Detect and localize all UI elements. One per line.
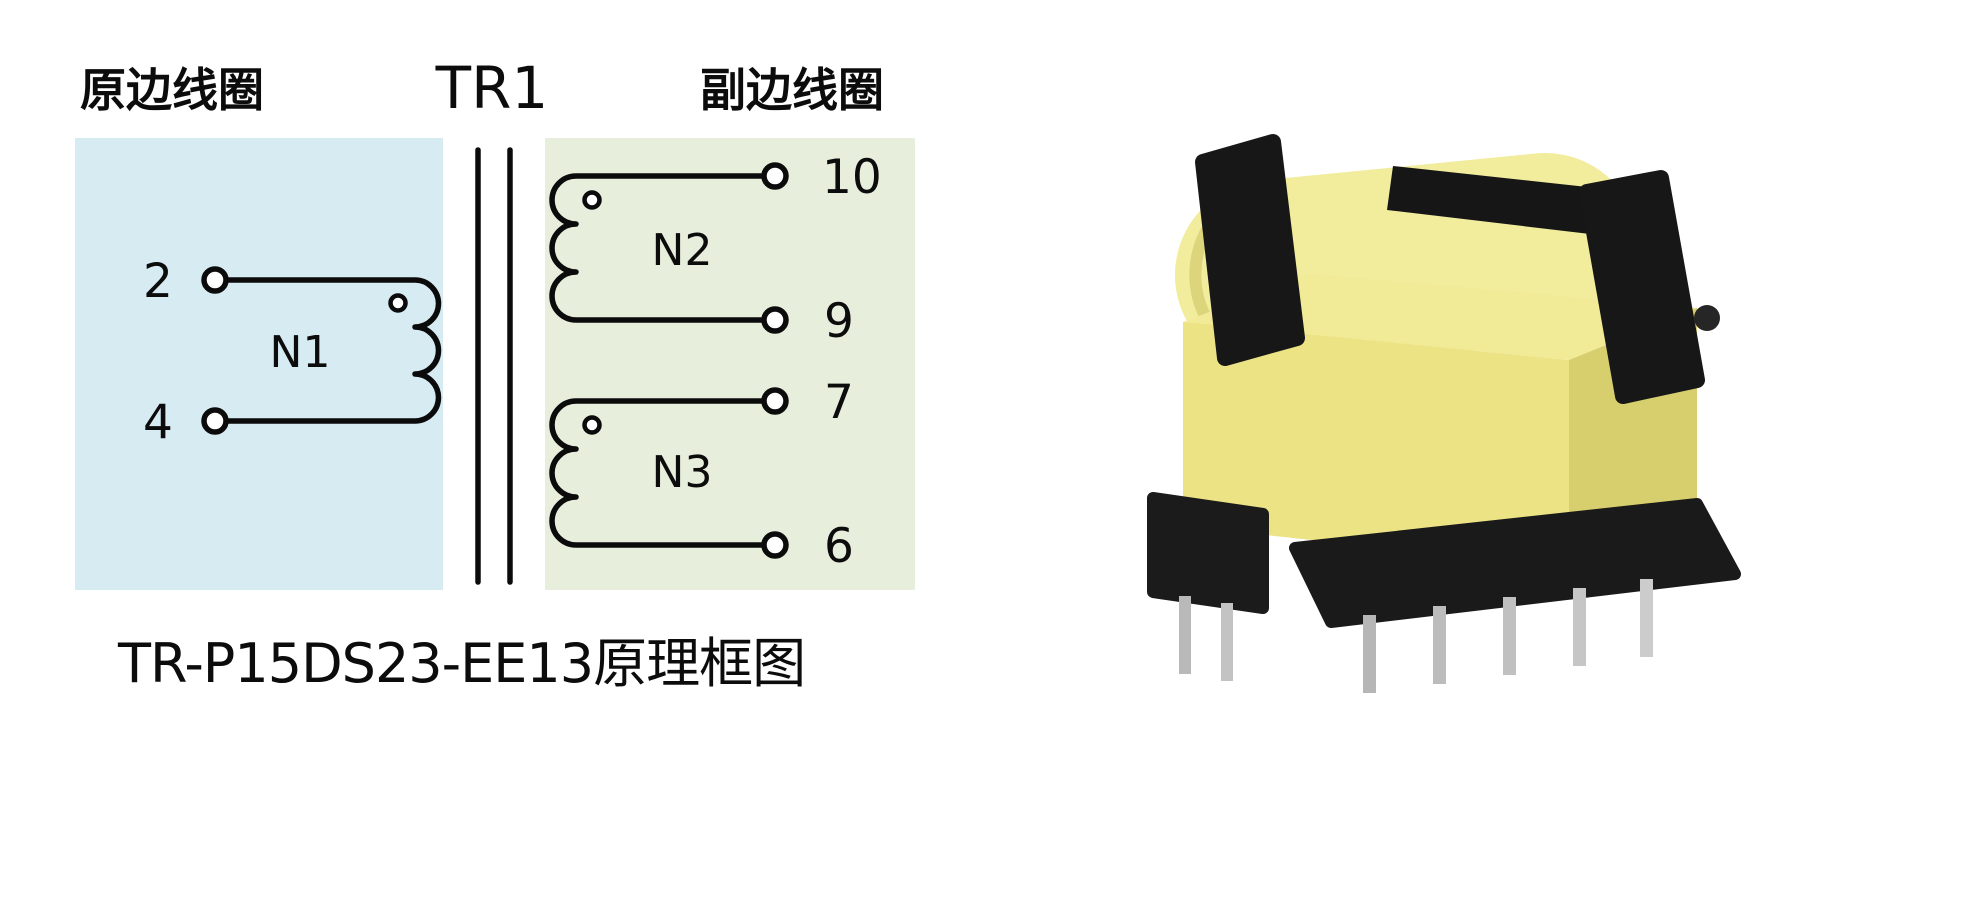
caption: TR-P15DS23-EE13原理框图: [117, 632, 805, 695]
pin: [1179, 596, 1191, 674]
pin: [1433, 606, 1446, 684]
terminal-pin-7: [761, 387, 789, 415]
winding-label-n1: N1: [270, 327, 331, 378]
winding-label-n2: N2: [652, 225, 713, 276]
primary-region: [75, 138, 443, 590]
core-top-face: [1183, 274, 1697, 360]
terminal-pin-10: [761, 162, 789, 190]
pin-label-7: 7: [824, 375, 854, 430]
primary-section-label: 原边线圈: [80, 63, 264, 117]
phase-dot-n1: [388, 293, 408, 313]
winding-n3: [549, 398, 767, 548]
pin-label-4: 4: [143, 395, 173, 450]
transformer-schematic: 原边线圈 TR1 副边线圈 2 4 N1 10 9 N2 7 6 N3 TR-P…: [75, 54, 915, 695]
bobbin-flange-left: [1147, 492, 1269, 614]
secondary-region: [545, 138, 915, 590]
bobbin-base-right: [1289, 498, 1741, 628]
phase-dot-n3: [582, 415, 602, 435]
pin: [1363, 615, 1376, 693]
pin-label-2: 2: [143, 254, 173, 309]
core-label: TR1: [435, 54, 549, 122]
pin: [1221, 603, 1233, 681]
clamp-left: [1195, 134, 1305, 366]
winding-label-n3: N3: [652, 447, 713, 498]
transformer-photo: [1147, 134, 1741, 693]
winding-n1: [223, 277, 442, 424]
pin-label-6: 6: [824, 519, 854, 574]
clamp-top-bar: [1387, 166, 1615, 236]
terminal-pin-9: [761, 306, 789, 334]
core-front-face: [1183, 322, 1569, 568]
secondary-section-label: 副边线圈: [700, 63, 884, 117]
pin-label-9: 9: [824, 294, 854, 349]
clamp-right: [1579, 170, 1705, 404]
winding-n2: [549, 173, 767, 323]
terminal-pin-6: [761, 531, 789, 559]
phase-dot-n2: [582, 190, 602, 210]
coil-cylinder: [1175, 153, 1640, 370]
pin: [1573, 588, 1586, 666]
pin: [1503, 597, 1516, 675]
pin: [1640, 579, 1653, 657]
terminal-pin-2: [201, 266, 229, 294]
pin-label-10: 10: [822, 150, 882, 205]
clamp-nub: [1694, 305, 1720, 331]
terminal-pin-4: [201, 407, 229, 435]
